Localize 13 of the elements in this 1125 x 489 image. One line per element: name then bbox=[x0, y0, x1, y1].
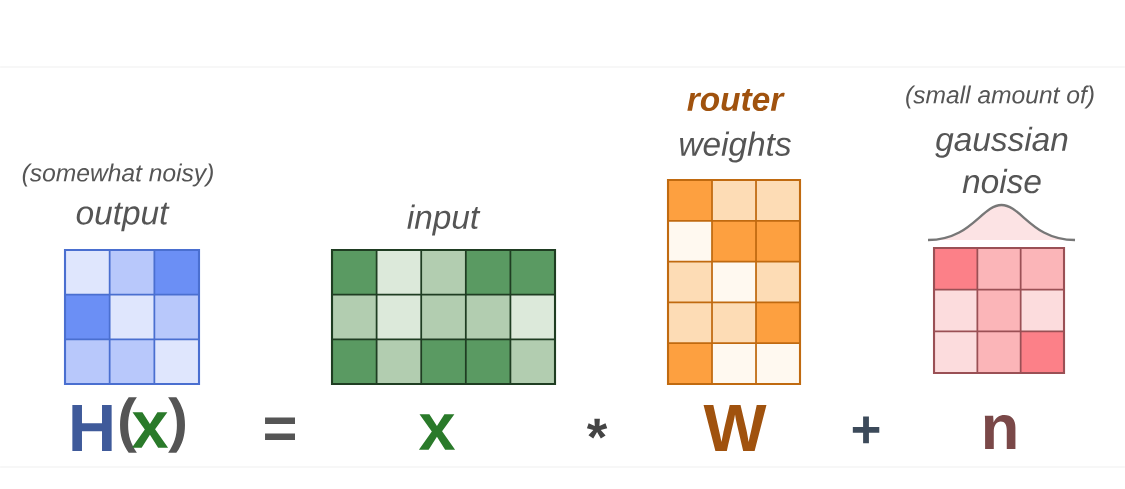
matrix-heading: gaussian noise bbox=[935, 126, 1068, 194]
matrix-heading: input bbox=[407, 204, 481, 236]
equation-symbol: W bbox=[703, 405, 767, 451]
equation-symbol: * bbox=[586, 418, 608, 439]
equation-symbol: + bbox=[852, 416, 880, 444]
matrix-note: (small amount of) bbox=[906, 85, 1094, 109]
matrix-note: (somewhat noisy) bbox=[22, 163, 213, 187]
equation-symbol: n bbox=[984, 415, 1016, 450]
equation-symbol: = bbox=[265, 417, 295, 441]
matrix-heading: weights bbox=[680, 131, 791, 163]
matrix-heading: output bbox=[76, 202, 170, 232]
matrix-heading: router bbox=[687, 88, 785, 112]
equation-symbol: ) bbox=[168, 397, 185, 453]
